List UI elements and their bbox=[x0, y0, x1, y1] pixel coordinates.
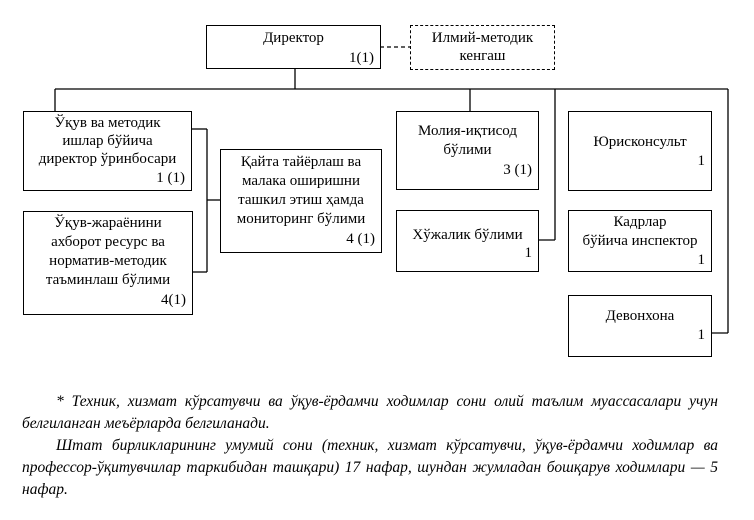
legal-box: Юрисконсульт 1 bbox=[568, 111, 712, 191]
finance-line2: бўлими bbox=[443, 142, 492, 158]
records-box: Ўқув-жараёнини ахборот ресурс ва нормати… bbox=[23, 211, 193, 315]
records-count: 4(1) bbox=[161, 292, 186, 308]
deputy-box: Ўқув ва методик ишлар бўйича директор ўр… bbox=[23, 111, 192, 191]
household-box: Хўжалик бўлими 1 bbox=[396, 210, 539, 272]
council-box: Илмий-методик кенгаш bbox=[410, 25, 555, 70]
deputy-line3: директор ўринбосари bbox=[38, 151, 177, 167]
office-title: Девонхона bbox=[605, 308, 675, 324]
footnote-2: Штат бирликларининг умумий сони (техник,… bbox=[22, 437, 718, 498]
retraining-line4: мониторинг бўлими bbox=[236, 211, 366, 227]
records-line2: ахборот ресурс ва bbox=[51, 234, 165, 250]
retraining-line2: малака оширишни bbox=[241, 173, 360, 189]
finance-count: 3 (1) bbox=[503, 162, 532, 178]
household-count: 1 bbox=[524, 245, 533, 261]
deputy-line1: Ўқув ва методик bbox=[54, 115, 161, 131]
footnotes: * Техник, хизмат кўрсатувчи ва ўқув-ёрда… bbox=[22, 391, 718, 501]
deputy-count: 1 (1) bbox=[156, 170, 185, 186]
retraining-line1: Қайта тайёрлаш ва bbox=[240, 154, 362, 170]
retraining-box: Қайта тайёрлаш ва малака оширишни ташкил… bbox=[220, 149, 382, 253]
director-title: Директор bbox=[263, 30, 324, 46]
finance-line1: Молия-иқтисод bbox=[418, 123, 517, 139]
hr-line2: бўйича инспектор bbox=[582, 233, 698, 249]
council-line2: кенгаш bbox=[459, 48, 506, 64]
legal-count: 1 bbox=[697, 153, 706, 169]
hr-line1: Кадрлар bbox=[613, 214, 667, 230]
records-line3: норматив-методик bbox=[49, 253, 167, 269]
footnote-1: * Техник, хизмат кўрсатувчи ва ўқув-ёрда… bbox=[22, 393, 718, 432]
office-count: 1 bbox=[697, 327, 706, 343]
household-title: Хўжалик бўлими bbox=[412, 227, 523, 243]
director-count: 1(1) bbox=[349, 50, 374, 66]
office-box: Девонхона 1 bbox=[568, 295, 712, 357]
hr-count: 1 bbox=[697, 252, 706, 268]
director-box: Директор 1(1) bbox=[206, 25, 381, 69]
council-line1: Илмий-методик bbox=[431, 30, 534, 46]
hr-box: Кадрлар бўйича инспектор 1 bbox=[568, 210, 712, 272]
retraining-line3: ташкил этиш ҳамда bbox=[238, 192, 364, 208]
finance-box: Молия-иқтисод бўлими 3 (1) bbox=[396, 111, 539, 190]
retraining-count: 4 (1) bbox=[346, 231, 375, 247]
records-line1: Ўқув-жараёнини bbox=[54, 215, 162, 231]
records-line4: таъминлаш бўлими bbox=[45, 272, 171, 288]
deputy-line2: ишлар бўйича bbox=[62, 133, 153, 149]
legal-title: Юрисконсульт bbox=[593, 134, 687, 150]
